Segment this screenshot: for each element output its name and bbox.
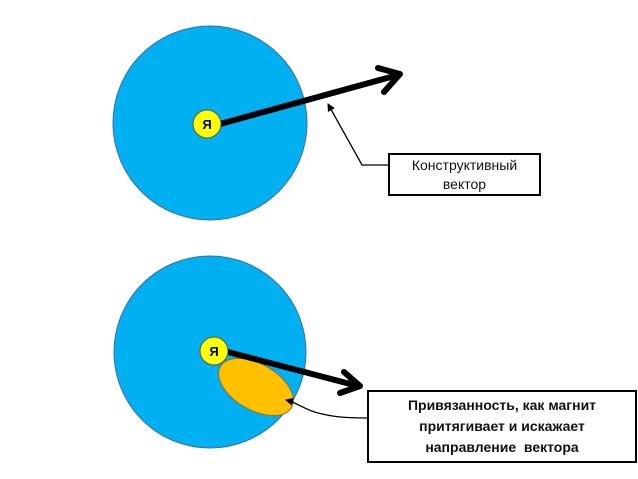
attachment-callout: Привязанность, как магнит притягивает и … <box>367 390 637 463</box>
arrowhead-bottom <box>337 369 363 396</box>
distorted-vector-arrow <box>225 349 361 389</box>
callout-line: притягивает и искажает <box>419 418 585 434</box>
callout-line: Конструктивный <box>411 156 518 173</box>
self-circle-bottom <box>199 336 229 366</box>
constructive-vector-arrow <box>217 72 401 127</box>
arrowhead-top <box>375 65 403 95</box>
constructive-vector-callout: Конструктивный вектор <box>388 153 541 196</box>
self-label-top: Я <box>202 117 211 132</box>
self-circle-top <box>192 109 222 139</box>
attachment-ellipse <box>218 357 294 417</box>
callout-pointer-bottom <box>285 397 368 419</box>
callout-line: направление вектора <box>425 439 579 455</box>
callout-line: Привязанность, как магнит <box>407 397 597 413</box>
callout-pointer-top <box>327 103 388 166</box>
callout-line: вектор <box>442 175 487 192</box>
self-label-bottom: Я <box>209 344 218 359</box>
